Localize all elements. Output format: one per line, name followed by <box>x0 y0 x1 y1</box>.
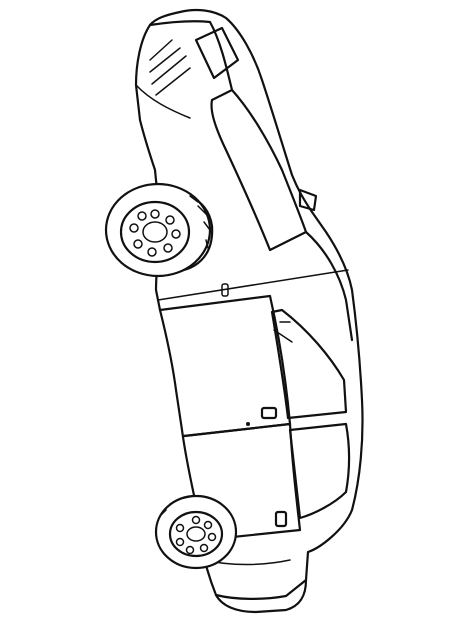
front-hub <box>142 221 168 243</box>
rear-tread <box>159 495 195 517</box>
front-rim-hole <box>147 247 157 257</box>
front-rim-hole <box>150 209 160 219</box>
rear-rim-hole <box>203 520 213 530</box>
front-rim-hole <box>171 229 181 239</box>
rear-rim-hole <box>185 545 195 555</box>
rear-tire <box>154 494 238 570</box>
front-wheel <box>104 182 214 278</box>
rear-rim <box>168 510 224 558</box>
rear-door-handle <box>274 510 288 528</box>
belt-line <box>157 269 349 301</box>
rear-rim-hole <box>191 515 201 525</box>
door-lock-dot <box>246 422 250 426</box>
rear-wheel <box>154 494 238 570</box>
car-body-outline <box>134 8 364 614</box>
rear-rim-hole <box>199 543 209 553</box>
grille-lines <box>149 39 191 96</box>
rear-bumper <box>214 578 308 600</box>
side-marker-light <box>221 283 229 297</box>
front-tread <box>189 195 211 249</box>
rear-rim-hole <box>207 532 217 542</box>
rear-hub <box>186 526 206 542</box>
front-door-handle <box>260 406 278 420</box>
rear-rim-hole <box>175 523 185 533</box>
front-rim-hole <box>133 239 143 249</box>
front-rim-hole <box>163 243 173 253</box>
side-mirror <box>298 188 318 212</box>
headlight-front <box>194 26 240 80</box>
rear-door-window <box>288 422 351 520</box>
front-bumper <box>135 84 191 119</box>
front-rim-hole <box>129 223 139 233</box>
front-door-outline <box>158 294 292 438</box>
windshield <box>210 88 308 252</box>
hood-line <box>148 20 234 92</box>
roof-line <box>304 230 354 342</box>
front-rim-hole <box>165 215 175 225</box>
front-door-window <box>270 308 348 420</box>
rear-door-outline <box>182 422 302 542</box>
front-rim-hole <box>137 211 147 221</box>
front-rim <box>119 200 191 264</box>
rear-rim-hole <box>175 537 185 547</box>
